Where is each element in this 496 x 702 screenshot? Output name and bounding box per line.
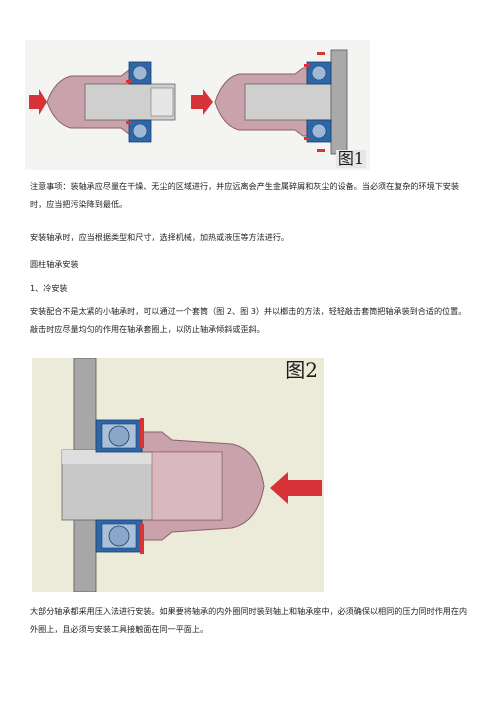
method-paragraph: 安装轴承时，应当根据类型和尺寸，选择机械，加热或液压等方法进行。 xyxy=(30,232,290,242)
figure-2-illustration xyxy=(61,358,322,592)
figure-2: 图2 xyxy=(32,358,324,592)
figure-1: 图1 xyxy=(25,40,370,170)
press-mounting-paragraph: 大部分轴承都采用压入法进行安装。如果要将轴承的内外圈同时装到轴上和轴承座中，必须… xyxy=(30,606,468,634)
housing xyxy=(330,49,348,155)
push-arrow-icon xyxy=(29,89,47,115)
figure-1-left-scene xyxy=(29,61,176,143)
subsection-heading: 1、冷安装 xyxy=(30,283,68,293)
section-heading: 圆柱轴承安装 xyxy=(30,259,79,269)
figure-1-illustration xyxy=(29,49,348,155)
push-arrow-icon xyxy=(270,472,322,504)
figure-1-label: 图1 xyxy=(335,149,366,168)
figure-2-label: 图2 xyxy=(285,358,318,382)
shaft xyxy=(244,83,342,121)
note-paragraph: 注意事项：装轴承应尽量在干燥、无尘的区域进行，并应远离会产生金属碎屑和灰尘的设备… xyxy=(30,181,459,209)
push-arrow-icon xyxy=(191,89,213,115)
figure-1-right-scene xyxy=(214,49,348,155)
mounting-sleeve xyxy=(141,431,265,541)
cold-mounting-paragraph: 安装配合不是太紧的小轴承时，可以通过一个套筒（图 2、图 3）并以榔击的方法，轻… xyxy=(30,306,467,334)
